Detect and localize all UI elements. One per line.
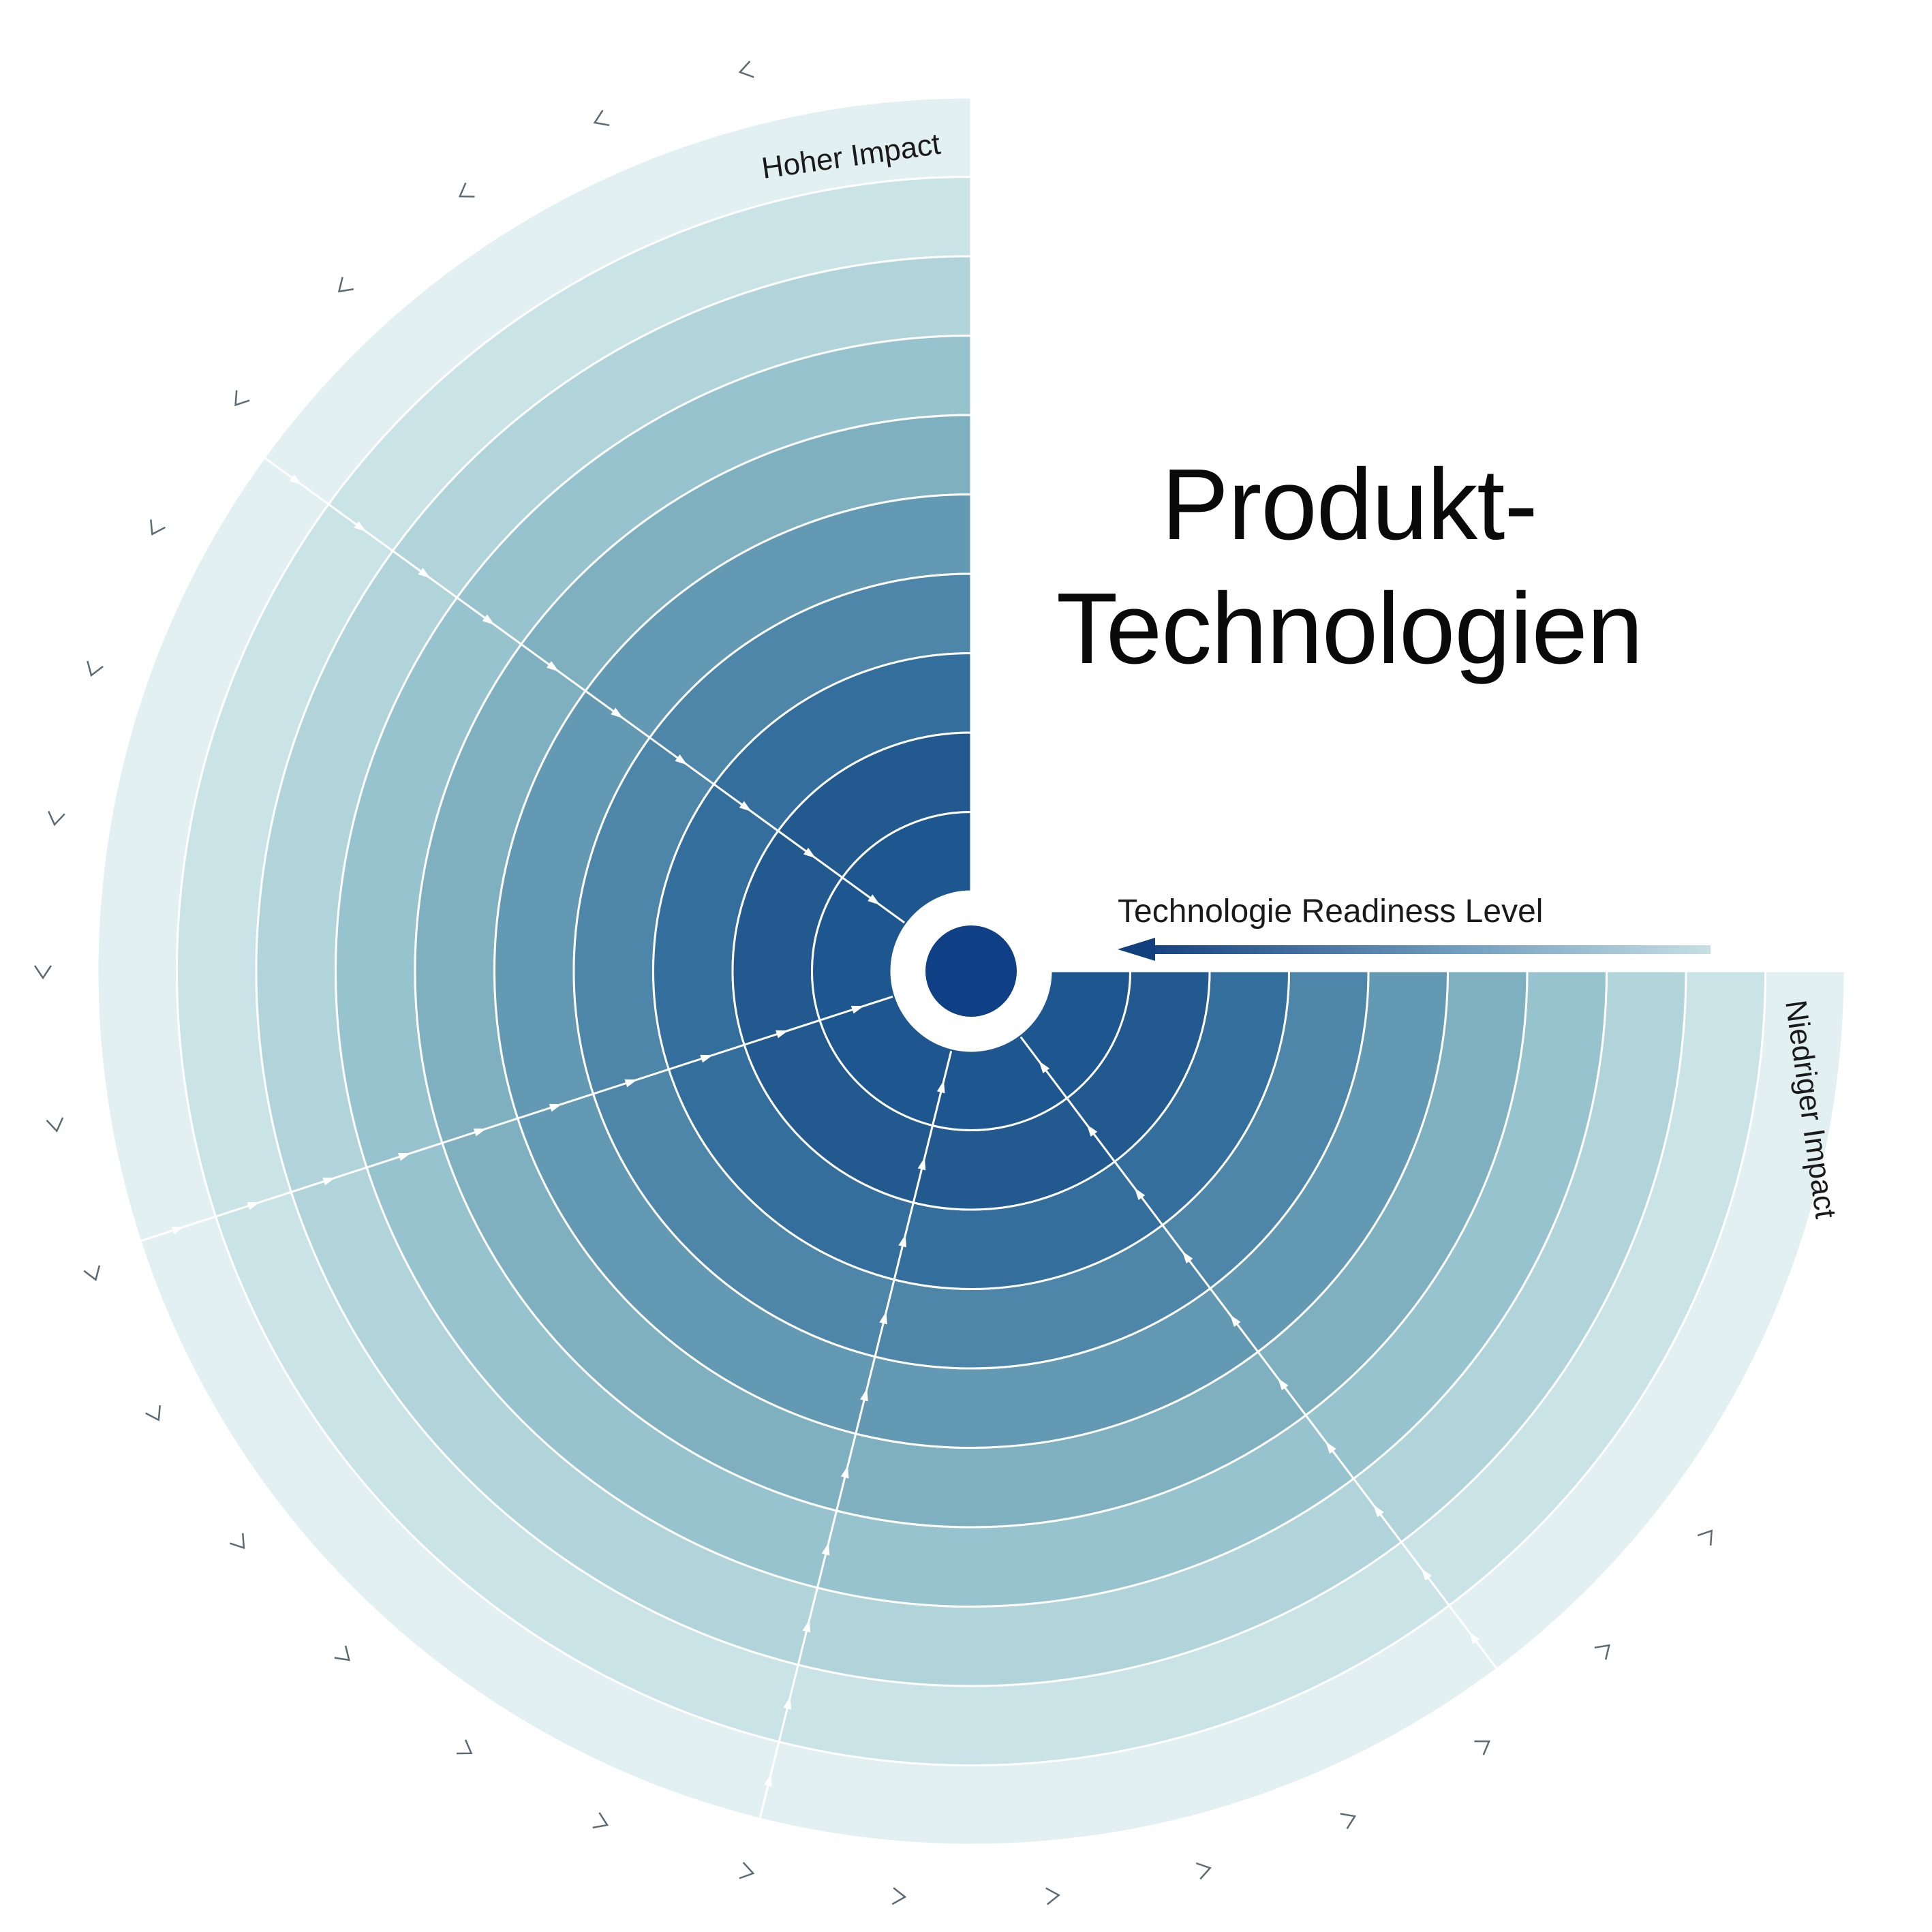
spoke-arrow (473, 1128, 487, 1137)
spoke-arrow (739, 801, 752, 812)
spoke-arrow (783, 1696, 792, 1710)
trl-arrow-bar (1138, 945, 1711, 954)
spoke-arrow (546, 661, 559, 672)
spoke-arrow (850, 1005, 864, 1014)
spoke-arrow (1373, 1505, 1384, 1518)
spoke-arrow (868, 894, 880, 905)
spoke-arrow (776, 1030, 789, 1039)
radar-spoke-4 (1019, 1036, 1498, 1670)
spoke-arrow (354, 521, 367, 532)
spoke-arrow (821, 1542, 830, 1556)
spoke-arrow (322, 1177, 336, 1186)
chevron-icon (83, 1265, 101, 1282)
spoke-arrow (936, 1080, 945, 1094)
spoke-arrow (611, 707, 624, 718)
spoke-arrow (917, 1157, 926, 1171)
chevron-icon (1195, 1862, 1212, 1880)
spoke-arrow (1469, 1631, 1480, 1644)
chevron-icon (46, 1117, 64, 1133)
trl-arrow-head (1118, 938, 1155, 961)
spoke-arrow (1421, 1568, 1432, 1581)
spoke-arrow (624, 1079, 638, 1088)
title-line-2: Technologien (1056, 572, 1643, 685)
chevron-icon (593, 110, 610, 127)
spoke-arrow (1039, 1060, 1050, 1073)
center-dot (925, 925, 1017, 1017)
spoke-arrow (1229, 1315, 1241, 1328)
spoke-arrow (840, 1465, 849, 1479)
radar-spokes (140, 457, 1498, 1820)
chevron-icon (1340, 1813, 1357, 1830)
chevron-icon (337, 277, 354, 293)
spoke-arrow (171, 1226, 185, 1235)
chevron-icon (458, 182, 475, 198)
spoke-arrow (700, 1054, 714, 1063)
radar-spoke-1 (263, 457, 905, 924)
chevron-icon (739, 1862, 755, 1880)
chevron-icon (891, 1887, 907, 1905)
spoke-arrow (1325, 1441, 1336, 1454)
spoke-arrow (418, 568, 431, 579)
chevron-icon (234, 390, 250, 407)
chevron-icon (150, 519, 166, 536)
spoke-arrow (549, 1103, 562, 1112)
spoke-arrow (879, 1311, 887, 1325)
spoke-arrow (675, 754, 688, 765)
radar-spoke-3 (758, 1051, 953, 1820)
chevron-icon (456, 1739, 473, 1755)
spoke-arrow (289, 474, 303, 485)
chevron-icon (1045, 1887, 1060, 1905)
chevron-icon (87, 660, 104, 677)
radar-spoke-2 (140, 995, 893, 1242)
spoke-arrow (764, 1773, 772, 1787)
chevron-icon (334, 1645, 350, 1661)
chevron-icon (48, 810, 65, 827)
chevron-icon (229, 1533, 245, 1550)
title-line-1: Produkt- (1161, 448, 1537, 561)
chevron-icon (1474, 1740, 1490, 1755)
chevron-icon (145, 1405, 162, 1422)
chevron-icon (738, 61, 754, 78)
spoke-arrow (1134, 1188, 1146, 1201)
spoke-arrow (482, 614, 495, 626)
spoke-arrow (1278, 1378, 1289, 1391)
radar-rings (96, 96, 1846, 1846)
chevron-icon (1697, 1529, 1713, 1546)
impact-chevrons (33, 61, 1713, 1905)
spoke-arrow (247, 1201, 260, 1210)
page-title: Produkt- Technologien (906, 443, 1792, 691)
spoke-arrow (1182, 1251, 1193, 1264)
trl-label: Technologie Readiness Level (1118, 893, 1544, 930)
spoke-arrow (802, 1619, 811, 1633)
spoke-arrow (398, 1152, 412, 1161)
chevron-icon (592, 1812, 609, 1829)
spoke-arrow (803, 847, 816, 859)
chevron-icon (1594, 1644, 1610, 1660)
spoke-arrow (1086, 1124, 1098, 1137)
spoke-arrow (898, 1234, 907, 1248)
chevron-icon (33, 965, 52, 980)
spoke-arrow (860, 1388, 868, 1402)
